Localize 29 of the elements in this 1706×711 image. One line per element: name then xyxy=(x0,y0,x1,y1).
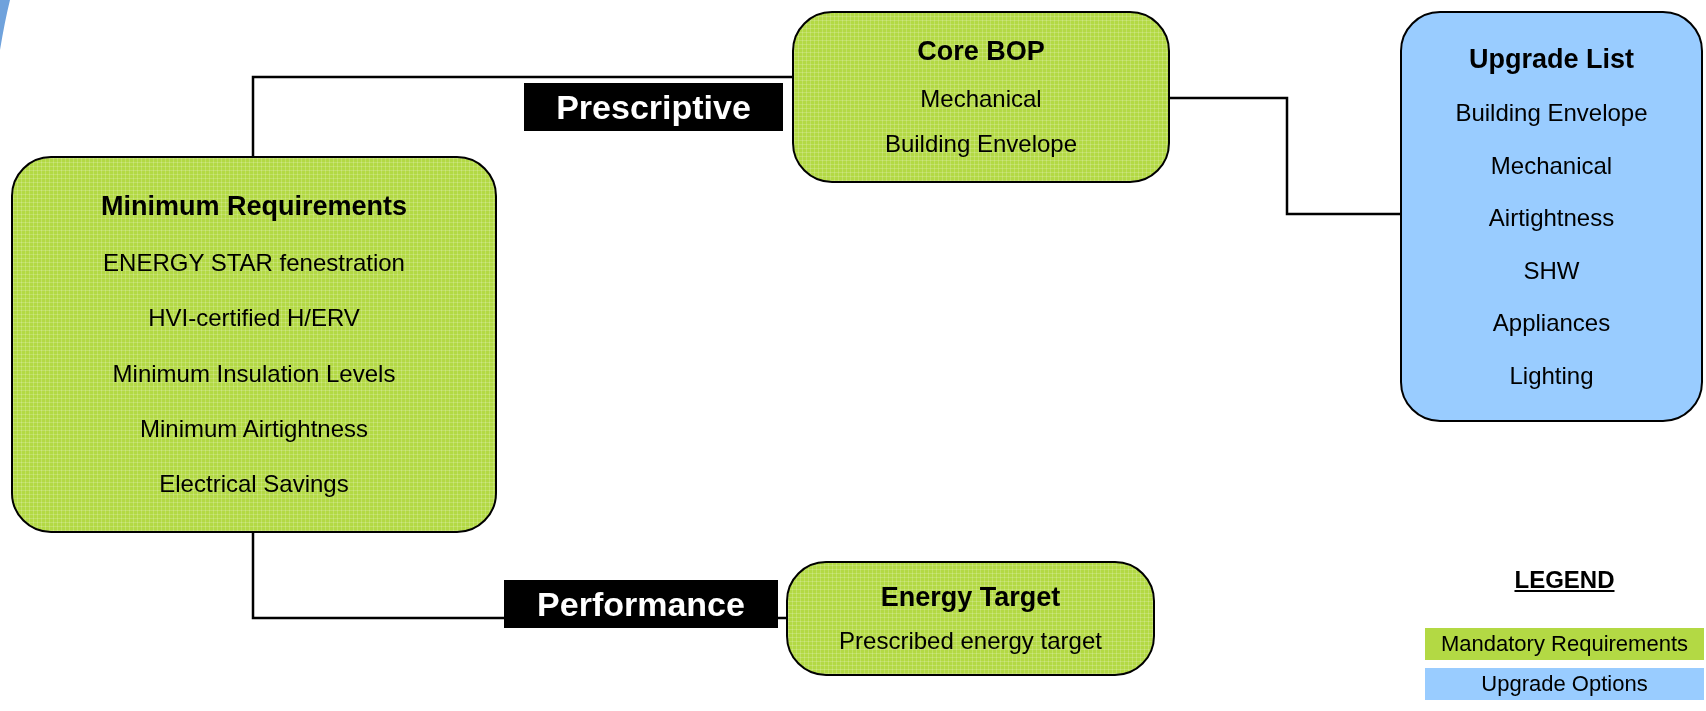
list-item: Appliances xyxy=(1492,309,1611,337)
edge-label: Performance xyxy=(504,580,778,628)
list-item: Airtightness xyxy=(1488,204,1615,232)
box-heading: Energy Target xyxy=(880,582,1061,614)
edge-label: Prescriptive xyxy=(524,83,783,131)
box-heading: Core BOP xyxy=(917,36,1045,68)
list-item: Building Envelope xyxy=(1455,99,1648,127)
connector-line xyxy=(251,75,792,156)
rounded-box xyxy=(792,11,1170,183)
legend-swatch: Upgrade Options xyxy=(1425,668,1704,700)
connector-line xyxy=(1170,96,1400,216)
legend-title: LEGEND xyxy=(1513,566,1616,594)
list-item: SHW xyxy=(1523,256,1580,285)
list-item: Minimum Insulation Levels xyxy=(112,359,396,388)
list-item: Electrical Savings xyxy=(159,469,349,498)
rounded-box xyxy=(1400,11,1703,422)
list-item: Minimum Airtightness xyxy=(139,414,369,443)
list-item: ENERGY STAR fenestration xyxy=(103,249,405,278)
list-item: Building Envelope xyxy=(884,129,1078,158)
box-heading: Upgrade List xyxy=(1469,43,1634,75)
list-item: HVI-certified H/ERV xyxy=(148,304,360,333)
rounded-box xyxy=(11,156,497,533)
list-item: Mechanical xyxy=(920,84,1042,113)
list-item: Mechanical xyxy=(1490,151,1613,180)
list-item: Prescribed energy target xyxy=(839,626,1102,655)
rounded-box xyxy=(786,561,1155,676)
list-item: Lighting xyxy=(1509,361,1594,390)
box-heading: Minimum Requirements xyxy=(100,191,407,223)
legend-swatch: Mandatory Requirements xyxy=(1425,628,1704,660)
